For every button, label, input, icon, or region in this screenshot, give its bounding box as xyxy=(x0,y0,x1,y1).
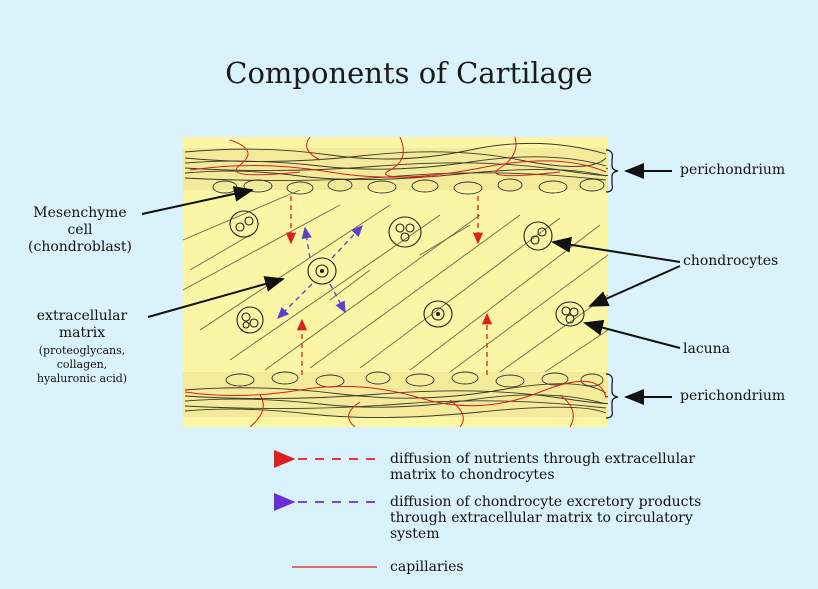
legend-nutrient-line1: diffusion of nutrients through extracell… xyxy=(390,451,696,467)
legend-nutrient-line2: matrix to chondrocytes xyxy=(390,467,555,483)
perichondrium-braces xyxy=(605,149,619,419)
label-extracellular-line5: hyaluronic acid) xyxy=(36,372,128,385)
excretory-diffusion-arrows xyxy=(277,225,363,319)
label-lacuna: lacuna xyxy=(683,341,731,357)
legend-excretory-line2: through extracellular matrix to circulat… xyxy=(390,510,693,526)
perichondrium-top-band xyxy=(183,137,608,195)
label-extracellular-line2: matrix xyxy=(58,325,106,341)
nutrient-diffusion-arrows xyxy=(285,196,493,375)
chondrocyte-clusters xyxy=(229,210,585,334)
label-extracellular-line4: collagen, xyxy=(56,358,108,371)
label-perichondrium-top: perichondrium xyxy=(680,162,786,178)
label-extracellular-line3: (proteoglycans, xyxy=(38,344,126,357)
legend-excretory-line1: diffusion of chondrocyte excretory produ… xyxy=(390,494,702,510)
legend-symbols xyxy=(274,450,377,568)
legend-excretory-line3: system xyxy=(390,526,440,542)
label-chondrocytes: chondrocytes xyxy=(683,253,779,269)
perichondrium-bottom-band xyxy=(183,371,608,427)
label-mesenchyme-line3: (chondroblast) xyxy=(28,239,132,255)
label-perichondrium-bottom: perichondrium xyxy=(680,388,786,404)
pointer-arrows xyxy=(141,163,681,405)
legend-capillaries: capillaries xyxy=(390,559,464,575)
label-mesenchyme-line2: cell xyxy=(67,222,93,238)
label-mesenchyme-line1: Mesenchyme xyxy=(33,205,127,221)
page-title: Components of Cartilage xyxy=(225,56,593,90)
label-extracellular-line1: extracellular xyxy=(36,308,128,324)
